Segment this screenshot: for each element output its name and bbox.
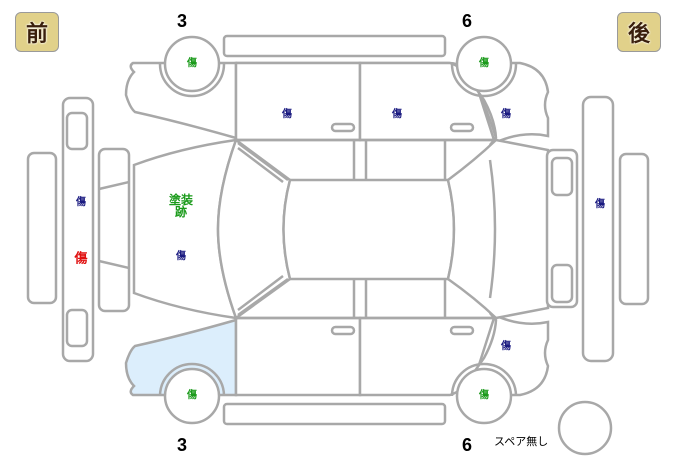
mark-rear-bottom-tire: 傷 [479,390,489,401]
roof[interactable] [282,178,456,281]
front-top-tire[interactable] [163,35,221,93]
mark-rear-fender-right: 傷 [501,341,511,352]
trunk[interactable] [446,138,550,320]
rear-window-line [488,159,497,299]
mark-front-top-tire: 傷 [187,58,197,69]
front-fog-bottom [65,308,89,348]
front-handle-top [330,122,356,133]
front-bottom-wheelarch [158,362,226,397]
spare-tire-label: スペア無し [494,435,549,448]
a-pillars [237,141,289,317]
rear-bumper[interactable] [581,95,615,363]
front-fog-top [65,111,89,151]
headlight-grille[interactable] [97,147,131,313]
tire-number-rear-bottom: 6 [462,435,473,455]
mark-rear-door-left: 傷 [392,109,402,120]
grille-lines [98,180,130,270]
rear-bottom-wheelarch [450,362,518,397]
mark-rear-bumper: 傷 [595,199,605,210]
windshield[interactable] [216,137,292,320]
rear-top-tire[interactable] [455,35,513,93]
window-lines [236,138,496,320]
tire-number-front-top: 3 [177,11,188,31]
spare-tire[interactable] [557,400,613,456]
tire-number-front-bottom: 3 [177,435,188,455]
mark-front-door-left: 傷 [282,109,292,120]
front-badge: 前 [15,12,59,52]
tire-number-rear-top: 6 [462,11,473,31]
mark-hood-paint: 塗装 跡 [168,193,194,219]
mark-hood: 傷 [176,251,186,262]
mark-rear-fender-left: 傷 [501,109,511,120]
rear-lamp-bottom [550,263,574,304]
mark-rear-top-tire: 傷 [479,58,489,69]
rear-bottom-tire[interactable] [455,367,513,425]
mark-front-bumper-upper: 傷 [76,197,86,208]
front-handle-bottom [330,325,356,336]
rear-top-wheelarch [450,63,518,98]
front-top-wheelarch [158,63,226,98]
rear-lamp-top [550,156,574,197]
top-side-skirt[interactable] [222,34,447,58]
mark-front-bumper-lower: 傷 [74,251,88,267]
rear-handle-top [449,122,475,133]
bottom-side-skirt[interactable] [222,402,447,426]
front-bumper[interactable] [61,96,95,363]
front-bottom-tire[interactable] [163,367,221,425]
mark-front-bottom-tire: 傷 [187,390,197,401]
rear-plate[interactable] [618,152,650,306]
front-plate[interactable] [26,151,58,305]
rear-badge: 後 [617,12,661,52]
rear-handle-bottom [449,325,475,336]
